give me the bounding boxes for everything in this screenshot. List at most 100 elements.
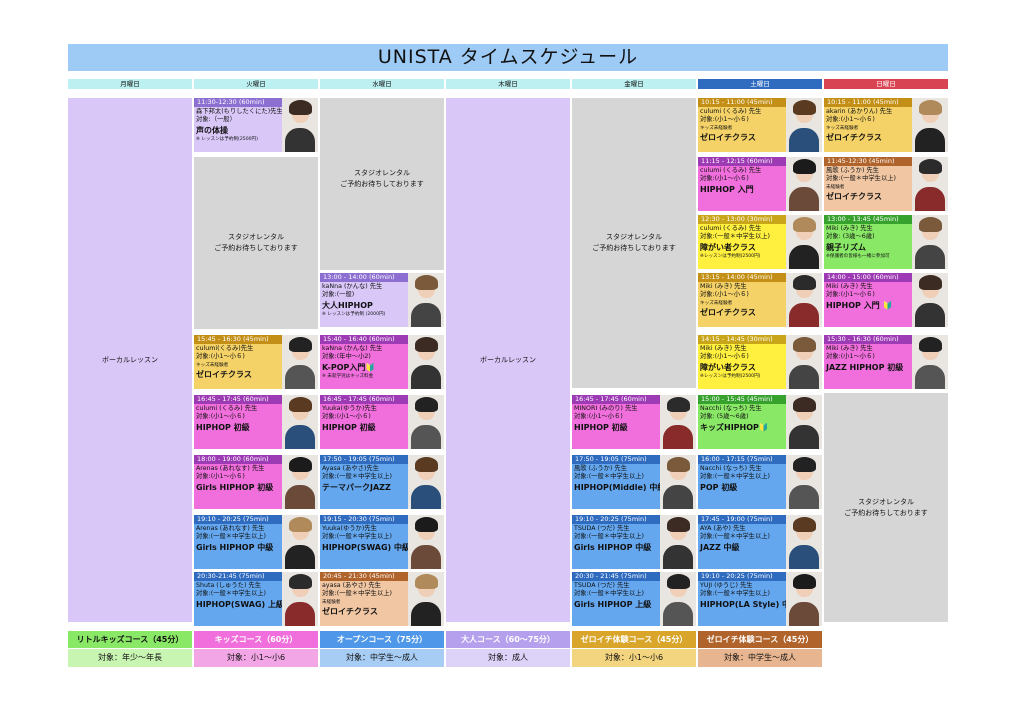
lesson-target: 対象:(一般＊中学生以上) — [322, 473, 393, 481]
lesson-target: 対象:(一般) — [322, 291, 355, 299]
lesson-card: 19:10 - 20:25 (75min)TSUDA (つだ) 先生対象:(一般… — [572, 515, 696, 569]
lesson-card-text: 15:00 - 15:45 (45min)Nacchi (なっち) 先生対象: … — [698, 395, 786, 449]
lesson-note2: ※保護者の皆様も一緒に参加可 — [826, 253, 890, 259]
studio-rental-block: スタジオレンタル ご予約お待ちしております — [824, 393, 948, 622]
teacher-photo — [912, 98, 948, 152]
lesson-card: 11:45-12:30 (45min)風歌 (ふうか) 先生対象:(一般＊中学生… — [824, 157, 948, 211]
lesson-time: 16:45 - 17:45 (60min) — [320, 395, 408, 404]
teacher-photo — [912, 335, 948, 389]
lesson-target: 対象:(一般＊中学生以上) — [574, 473, 645, 481]
lesson-card: 13:00 - 14:00 (60min)kaNna (かんな) 先生対象:(一… — [320, 273, 444, 327]
lesson-teacher: MINORI (みのり) 先生 — [574, 405, 638, 412]
lesson-class-name: HIPHOP(SWAG) 上級 — [196, 599, 282, 609]
teacher-photo — [282, 395, 318, 449]
lesson-card: 16:00 - 17:15 (75min)Nacchi (なっち) 先生対象:(… — [698, 455, 822, 509]
lesson-class-name: HIPHOP(Middle) 中級 — [574, 482, 660, 492]
legend-course-target: 対象：小1〜小6 — [572, 649, 696, 667]
lesson-time: 20:30 - 21:45 (75min) — [572, 572, 660, 581]
lesson-class-name: Girls HIPHOP 上級 — [574, 599, 652, 609]
lesson-class-name: 親子リズム — [826, 242, 866, 252]
legend-course-name: ゼロイチ体験コース（45分） — [698, 631, 822, 648]
lesson-teacher: Yuuka(ゆうか)先生 — [322, 525, 377, 532]
lesson-card-text: 11:15 - 12:15 (60min)culumi (くるみ) 先生対象:(… — [698, 157, 786, 211]
lesson-time: 16:45 - 17:45 (60min) — [194, 395, 282, 404]
lesson-target: 対象: (5歳〜6歳) — [700, 413, 749, 421]
lesson-time: 13:00 - 13:45 (45min) — [824, 215, 912, 224]
lesson-teacher: Nacchi (なっち) 先生 — [700, 405, 762, 412]
lesson-time: 19:10 - 20:25 (75min) — [572, 515, 660, 524]
lesson-teacher: TSUDA (つだ) 先生 — [574, 525, 630, 532]
lesson-note2: ※ レッスンは予約制(2500円) — [196, 136, 258, 142]
lesson-target: 対象:(小1〜小６) — [196, 413, 245, 421]
lesson-card: 17:45 - 19:00 (75min)AYA (あや) 先生対象:(一般＊中… — [698, 515, 822, 569]
lesson-time: 11:30-12:30 (60min) — [194, 98, 282, 107]
teacher-photo — [408, 335, 444, 389]
lesson-class-name: Girls HIPHOP 中級 — [574, 542, 652, 552]
lesson-card-text: 16:00 - 17:15 (75min)Nacchi (なっち) 先生対象:(… — [698, 455, 786, 509]
lesson-card: 18:00 - 19:00 (60min)Arenas (あれなす) 先生対象:… — [194, 455, 318, 509]
day-header-thu: 木曜日 — [446, 79, 570, 89]
lesson-card: 15:30 - 16:30 (60min)Miki (みき) 先生対象:(小1〜… — [824, 335, 948, 389]
lesson-card: 14:00 - 15:00 (60min)Miki (みき) 先生対象:(小1〜… — [824, 273, 948, 327]
teacher-photo — [786, 98, 822, 152]
day-header-tue: 火曜日 — [194, 79, 318, 89]
lesson-teacher: Ayasa (あやさ)先生 — [322, 465, 380, 472]
lesson-target: 対象:(一般＊中学生以上) — [700, 590, 771, 598]
legend-little-kids: リトルキッズコース（45分）対象：年少〜年長 — [68, 631, 192, 667]
lesson-class-name: キッズHIPHOP🔰 — [700, 422, 769, 432]
lesson-teacher: kaNna (かんな) 先生 — [322, 345, 383, 352]
lesson-card: 16:45 - 17:45 (60min)MINORI (みのり) 先生対象:(… — [572, 395, 696, 449]
lesson-class-name: 大人HIPHOP — [322, 300, 373, 310]
teacher-photo — [282, 455, 318, 509]
teacher-photo — [912, 215, 948, 269]
day-header-wed: 水曜日 — [320, 79, 444, 89]
lesson-class-name: 声の体操 — [196, 125, 228, 135]
lesson-time: 11:15 - 12:15 (60min) — [698, 157, 786, 166]
lesson-target: 対象:(一般＊中学生以上) — [196, 533, 267, 541]
legend-adult: 大人コース（60〜75分）対象：成人 — [446, 631, 570, 667]
lesson-class-name: HIPHOP 初級 — [322, 422, 376, 432]
teacher-photo — [408, 455, 444, 509]
lesson-time: 15:30 - 16:30 (60min) — [824, 335, 912, 344]
lesson-teacher: culumi (くるみ) 先生 — [700, 225, 762, 232]
lesson-teacher: Yuuka(ゆうか)先生 — [322, 405, 377, 412]
lesson-card-text: 20:45 - 21:30 (45min)ayasa (あやさ) 先生対象:(一… — [320, 572, 408, 626]
studio-rental-block: スタジオレンタル ご予約お待ちしております — [320, 98, 444, 270]
lesson-time: 15:40 - 16:40 (60min) — [320, 335, 408, 344]
lesson-teacher: TSUDA (つだ) 先生 — [574, 582, 630, 589]
lesson-teacher: culumi(くるみ)先生 — [196, 345, 254, 352]
lesson-teacher: Arenas (あれなす) 先生 — [196, 525, 265, 532]
lesson-card: 10:15 - 11:00 (45min)akarin (あかりん) 先生対象:… — [824, 98, 948, 152]
lesson-class-name: JAZZ 中級 — [700, 542, 740, 552]
lesson-card-text: 10:15 - 11:00 (45min)akarin (あかりん) 先生対象:… — [824, 98, 912, 152]
teacher-photo — [786, 157, 822, 211]
lesson-target: 対象: (3歳〜6歳) — [826, 233, 875, 241]
lesson-target: 対象:(小1〜小６) — [700, 353, 749, 361]
teacher-photo — [408, 572, 444, 626]
teacher-photo — [786, 515, 822, 569]
lesson-target: 対象:(小1〜小６) — [196, 353, 245, 361]
lesson-teacher: Miki (みき) 先生 — [826, 283, 873, 290]
legend-zero-kids: ゼロイチ体験コース（45分）対象：小1〜小6 — [572, 631, 696, 667]
lesson-card-text: 19:10 - 20:25 (75min)TSUDA (つだ) 先生対象:(一般… — [572, 515, 660, 569]
lesson-target: 対象:(小1〜小６) — [322, 413, 371, 421]
lesson-card-text: 16:45 - 17:45 (60min)MINORI (みのり) 先生対象:(… — [572, 395, 660, 449]
lesson-card: 12:30 - 13:00 (30min)culumi (くるみ) 先生対象:(… — [698, 215, 822, 269]
lesson-class-name: Girls HIPHOP 初級 — [196, 482, 274, 492]
lesson-time: 10:15 - 11:00 (45min) — [824, 98, 912, 107]
teacher-photo — [786, 572, 822, 626]
vocal-lesson-block: ボーカルレッスン — [68, 98, 192, 622]
lesson-time: 19:15 - 20:30 (75min) — [320, 515, 408, 524]
teacher-photo — [660, 395, 696, 449]
lesson-note: キッズ未経験者 — [826, 125, 859, 131]
lesson-class-name: POP 初級 — [700, 482, 738, 492]
teacher-photo — [912, 273, 948, 327]
lesson-card-text: 13:15 - 14:00 (45min)Miki (みき) 先生対象:(小1〜… — [698, 273, 786, 327]
lesson-card: 19:10 - 20:25 (75min)Arenas (あれなす) 先生対象:… — [194, 515, 318, 569]
lesson-time: 16:00 - 17:15 (75min) — [698, 455, 786, 464]
lesson-card: 11:15 - 12:15 (60min)culumi (くるみ) 先生対象:(… — [698, 157, 822, 211]
lesson-target: 対象:(一般＊中学生以上) — [700, 473, 771, 481]
lesson-time: 15:00 - 15:45 (45min) — [698, 395, 786, 404]
lesson-class-name: HIPHOP 初級 — [574, 422, 628, 432]
lesson-card: 19:15 - 20:30 (75min)Yuuka(ゆうか)先生対象:(一般＊… — [320, 515, 444, 569]
